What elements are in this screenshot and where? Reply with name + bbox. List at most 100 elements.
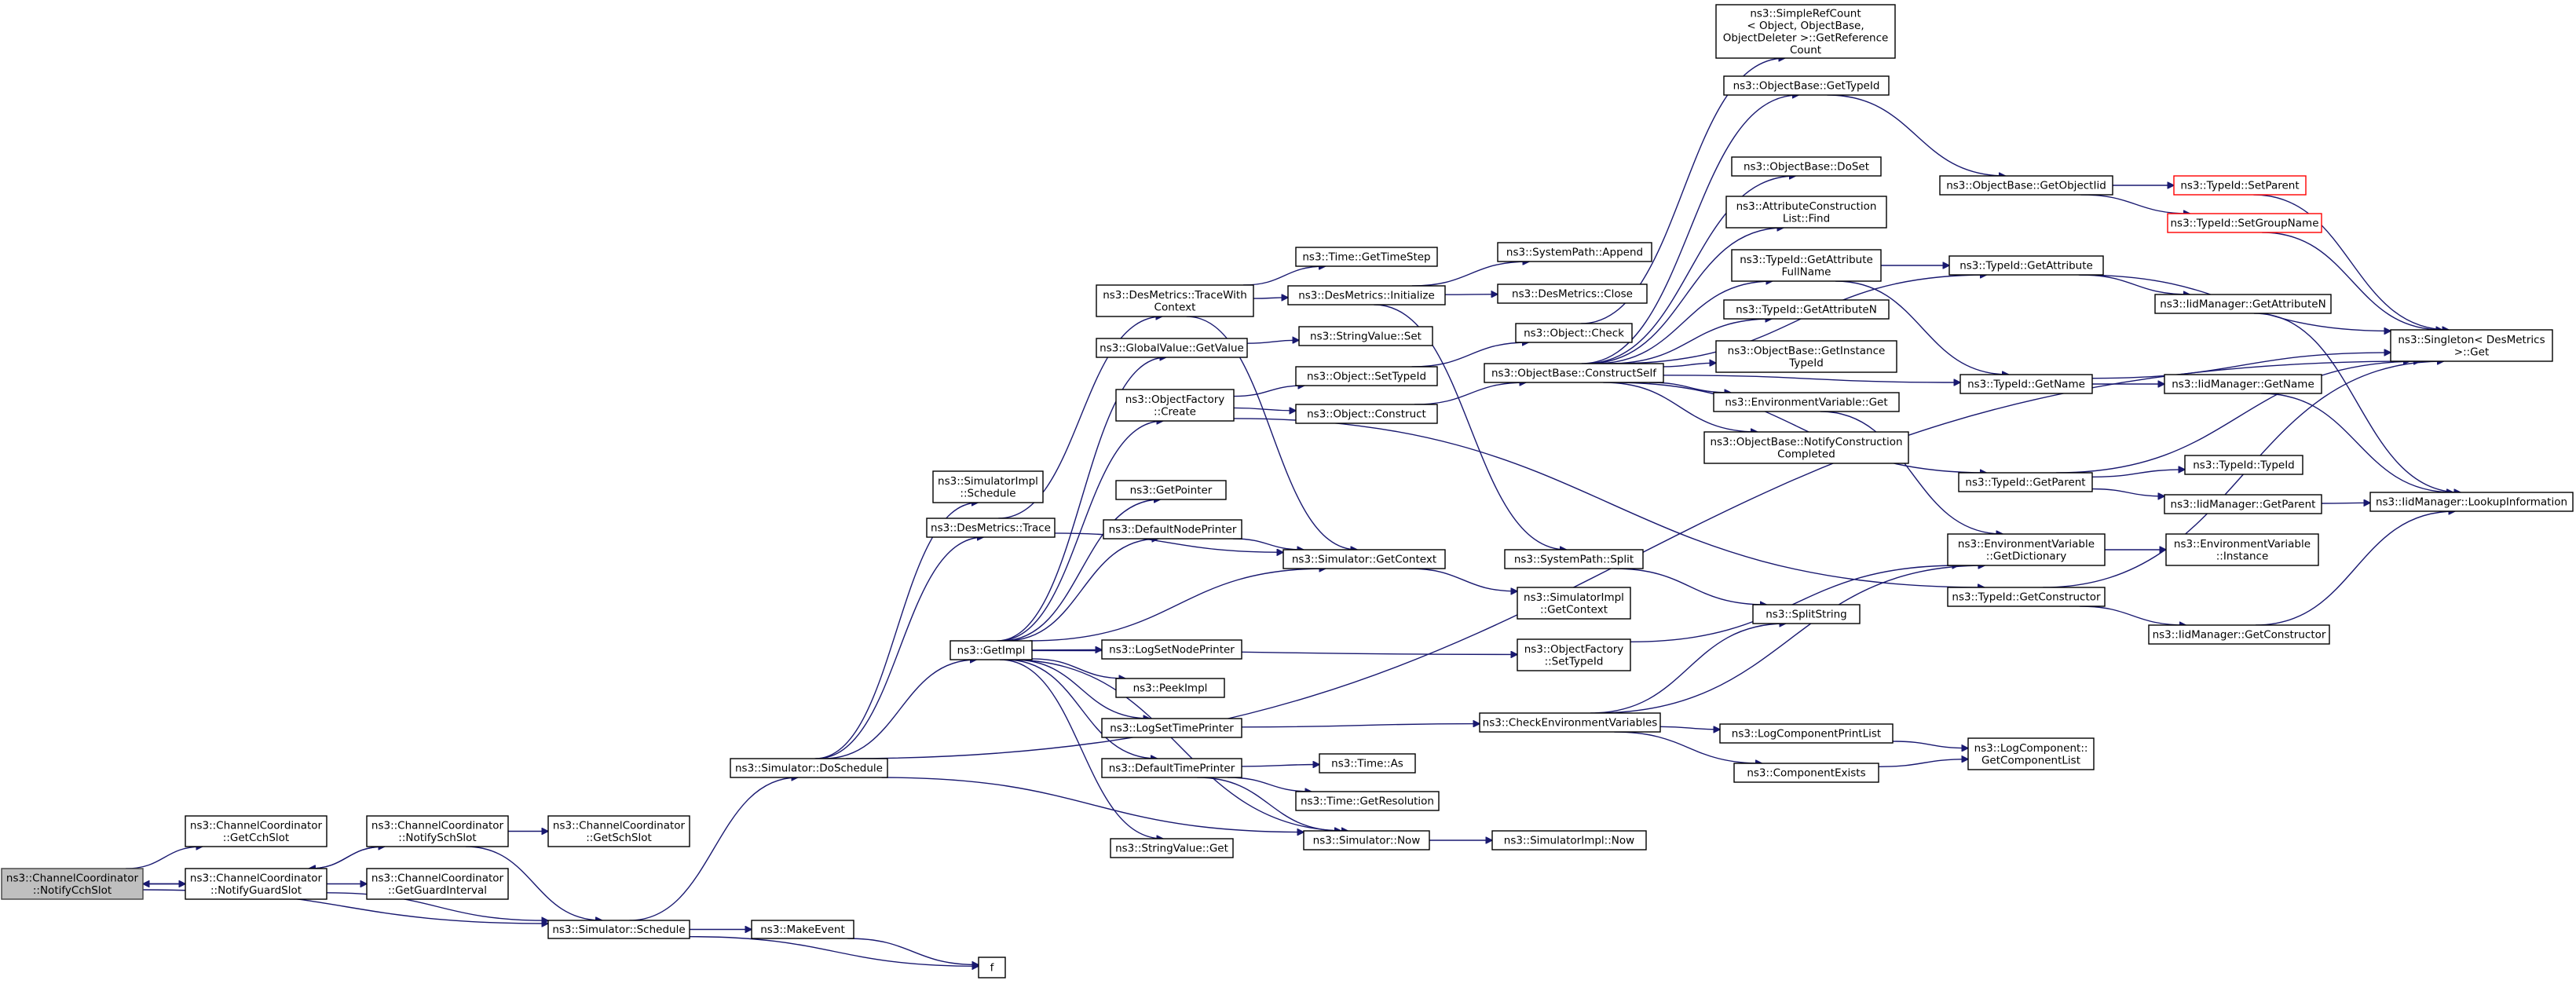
node-simplerefcount[interactable]: ns3::SimpleRefCount< Object, ObjectBase,… (1715, 4, 1896, 59)
node-box[interactable] (2167, 213, 2322, 233)
node-box[interactable] (1115, 389, 1235, 422)
node-box[interactable] (1504, 549, 1644, 569)
node-box[interactable] (1715, 4, 1896, 59)
node-makeevent[interactable]: ns3::MakeEvent (751, 920, 854, 939)
node-iidgetname[interactable]: ns3::IidManager::GetName (2164, 374, 2322, 394)
node-getguardinterval[interactable]: ns3::ChannelCoordinator::GetGuardInterva… (366, 868, 509, 900)
node-box[interactable] (2164, 494, 2322, 514)
node-f[interactable]: f (978, 957, 1006, 979)
node-box[interactable] (1103, 519, 1242, 540)
node-objectconstruct[interactable]: ns3::Object::Construct (1295, 404, 1438, 424)
node-typeidgetattrn[interactable]: ns3::TypeId::GetAttributeN (1723, 299, 1890, 320)
node-getpointer[interactable]: ns3::GetPointer (1115, 480, 1227, 500)
node-singletonget[interactable]: ns3::Singleton< DesMetrics>::Get (2390, 329, 2553, 362)
node-box[interactable] (2369, 492, 2574, 512)
node-box[interactable] (1515, 323, 1633, 343)
node-typeidsetgroupname[interactable]: ns3::TypeId::SetGroupName (2167, 213, 2322, 233)
node-box[interactable] (1295, 404, 1438, 424)
node-getschslot[interactable]: ns3::ChannelCoordinator::GetSchSlot (547, 815, 690, 847)
node-box[interactable] (1517, 638, 1631, 671)
node-box[interactable] (1096, 338, 1248, 358)
node-box[interactable] (547, 920, 690, 939)
node-box[interactable] (185, 815, 327, 847)
node-box[interactable] (1713, 392, 1900, 412)
node-box[interactable] (1497, 242, 1652, 262)
node-box[interactable] (2390, 329, 2553, 362)
node-objbasenotifyconstruction[interactable]: ns3::ObjectBase::NotifyConstructionCompl… (1703, 431, 1909, 464)
node-box[interactable] (1703, 431, 1909, 464)
node-box[interactable] (1295, 366, 1438, 386)
node-root[interactable]: ns3::ChannelCoordinator::NotifyCchSlot (1, 868, 144, 900)
node-box[interactable] (366, 868, 509, 900)
node-box[interactable] (2154, 294, 2332, 314)
node-syspathsplit[interactable]: ns3::SystemPath::Split (1504, 549, 1644, 569)
node-syspathappend[interactable]: ns3::SystemPath::Append (1497, 242, 1652, 262)
node-simimplnow[interactable]: ns3::SimulatorImpl::Now (1491, 830, 1647, 850)
node-typeidgetname[interactable]: ns3::TypeId::GetName (1959, 374, 2093, 394)
node-box[interactable] (1752, 604, 1861, 624)
node-box[interactable] (1287, 285, 1446, 305)
node-box[interactable] (932, 470, 1044, 503)
node-defaulttimeprinter[interactable]: ns3::DefaultTimePrinter (1101, 758, 1242, 778)
node-globalvalueget[interactable]: ns3::GlobalValue::GetValue (1096, 338, 1248, 358)
node-objfactorysettypeid[interactable]: ns3::ObjectFactory::SetTypeId (1517, 638, 1631, 671)
node-objbasegettypeid[interactable]: ns3::ObjectBase::GetTypeId (1723, 75, 1890, 96)
node-desmetricsinit[interactable]: ns3::DesMetrics::Initialize (1287, 285, 1446, 305)
node-box[interactable] (730, 758, 888, 778)
node-componentexists[interactable]: ns3::ComponentExists (1733, 763, 1879, 783)
node-box[interactable] (926, 518, 1056, 538)
node-envvarget[interactable]: ns3::EnvironmentVariable::Get (1713, 392, 1900, 412)
node-box[interactable] (1939, 175, 2113, 196)
node-box[interactable] (1723, 299, 1890, 320)
node-logcompgetcomplist[interactable]: ns3::LogComponent::GetComponentList (1967, 737, 2095, 770)
node-box[interactable] (1731, 156, 1882, 177)
node-box[interactable] (1295, 791, 1440, 811)
node-typeidgetattribute[interactable]: ns3::TypeId::GetAttribute (1948, 255, 2104, 276)
node-iidgetconstructor[interactable]: ns3::IidManager::GetConstructor (2148, 624, 2330, 645)
node-box[interactable] (1295, 247, 1438, 267)
node-box[interactable] (547, 815, 690, 847)
node-box[interactable] (1491, 830, 1647, 850)
node-checkenvvars[interactable]: ns3::CheckEnvironmentVariables (1479, 712, 1661, 733)
node-simimplschedule[interactable]: ns3::SimulatorImpl::Schedule (932, 470, 1044, 503)
node-box[interactable] (185, 868, 327, 900)
node-notifyguard[interactable]: ns3::ChannelCoordinator::NotifyGuardSlot (185, 868, 327, 900)
node-stringvalueget[interactable]: ns3::StringValue::Get (1110, 838, 1234, 858)
node-box[interactable] (1479, 712, 1661, 733)
node-box[interactable] (1733, 763, 1879, 783)
node-simgetcontext[interactable]: ns3::Simulator::GetContext (1283, 549, 1446, 569)
node-objbasegetobjectiid[interactable]: ns3::ObjectBase::GetObjectIid (1939, 175, 2113, 196)
node-box[interactable] (1517, 587, 1631, 620)
node-doschedule[interactable]: ns3::Simulator::DoSchedule (730, 758, 888, 778)
node-box[interactable] (2173, 175, 2307, 196)
node-typeidtypeid[interactable]: ns3::TypeId::TypeId (2184, 455, 2303, 475)
node-box[interactable] (1484, 363, 1664, 383)
node-envvargetdictionary[interactable]: ns3::EnvironmentVariable::GetDictionary (1947, 533, 2106, 566)
node-box[interactable] (1110, 838, 1234, 858)
node-peekimpl[interactable]: ns3::PeekImpl (1115, 678, 1225, 698)
node-typeidgetconstructor[interactable]: ns3::TypeId::GetConstructor (1947, 587, 2106, 607)
node-box[interactable] (1319, 753, 1416, 774)
node-box[interactable] (1731, 249, 1882, 282)
node-iidgetparent[interactable]: ns3::IidManager::GetParent (2164, 494, 2322, 514)
node-box[interactable] (1958, 472, 2093, 492)
node-desmetricsclose[interactable]: ns3::DesMetrics::Close (1497, 283, 1648, 304)
node-box[interactable] (950, 640, 1033, 660)
node-box[interactable] (1715, 340, 1897, 373)
node-typeidgetparent[interactable]: ns3::TypeId::GetParent (1958, 472, 2093, 492)
node-schedule[interactable]: ns3::Simulator::Schedule (547, 920, 690, 939)
node-timegetres[interactable]: ns3::Time::GetResolution (1295, 791, 1440, 811)
node-objectsettypeid[interactable]: ns3::Object::SetTypeId (1295, 366, 1438, 386)
node-iidgetattributen[interactable]: ns3::IidManager::GetAttributeN (2154, 294, 2332, 314)
node-box[interactable] (1723, 75, 1890, 96)
node-objbaseconstructself[interactable]: ns3::ObjectBase::ConstructSelf (1484, 363, 1664, 383)
node-getimpl[interactable]: ns3::GetImpl (950, 640, 1033, 660)
node-box[interactable] (1497, 283, 1648, 304)
node-stringvalueset[interactable]: ns3::StringValue::Set (1298, 326, 1433, 346)
node-box[interactable] (1115, 678, 1225, 698)
node-box[interactable] (2164, 374, 2322, 394)
node-typeidsetparent[interactable]: ns3::TypeId::SetParent (2173, 175, 2307, 196)
